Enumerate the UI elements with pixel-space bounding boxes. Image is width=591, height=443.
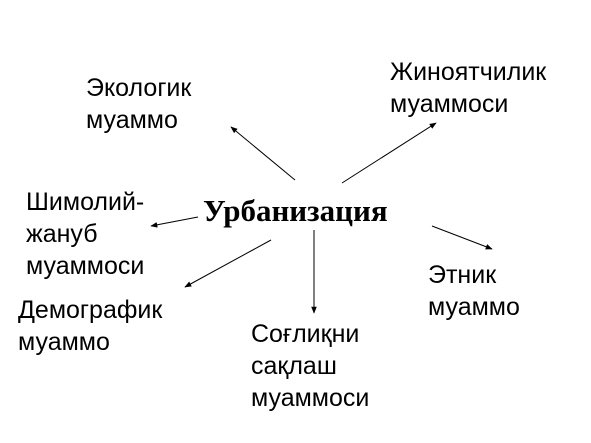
node-demographic: Демографик муаммо	[18, 296, 163, 356]
node-north-south: Шимолий- жануб муаммоси	[26, 188, 145, 280]
node-ecological: Экологик муаммо	[86, 74, 192, 134]
arrow-to-crime	[341, 122, 437, 184]
arrow-to-ethnic	[431, 225, 493, 250]
arrow-to-ecological	[230, 126, 296, 181]
center-node-urbanization: Урбанизация	[203, 193, 388, 228]
arrow-to-demographic	[184, 239, 272, 288]
node-crime: Жиноятчилик муаммоси	[390, 58, 547, 118]
node-health: Соғлиқни сақлаш муаммоси	[251, 320, 370, 412]
node-ethnic: Этник муаммо	[428, 261, 520, 321]
arrow-to-north-south	[150, 216, 199, 228]
